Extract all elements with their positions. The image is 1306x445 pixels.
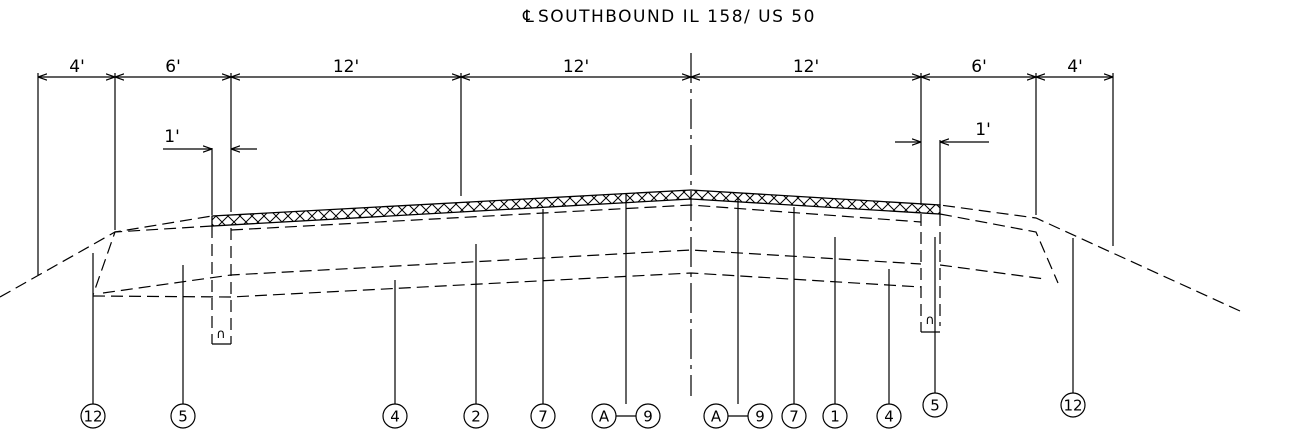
callout-9-left: 9	[635, 403, 661, 429]
callout-2-text: 2	[471, 408, 481, 426]
callout-a-left: A	[591, 403, 617, 429]
centerline-symbol: ℄	[522, 7, 535, 27]
callout-5-right: 5	[922, 392, 948, 418]
dim-left-shoulder: 6'	[165, 57, 181, 77]
extension-lines	[37, 73, 1114, 275]
callout-12-right: 12	[1060, 392, 1086, 418]
callout-4-right: 4	[876, 403, 902, 429]
title-text: SOUTHBOUND IL 158/ US 50	[538, 7, 816, 27]
callout-4-left: 4	[382, 403, 408, 429]
callout-1: 1	[822, 403, 848, 429]
leader-lines	[92, 194, 1074, 417]
callout-4-right-text: 4	[884, 408, 894, 426]
callout-12-left-text: 12	[83, 408, 102, 426]
callout-4-left-text: 4	[390, 408, 400, 426]
left-offset-dimension: 1'	[163, 127, 257, 149]
dimension-labels: 4' 6' 12' 12' 12' 6' 4'	[69, 57, 1083, 77]
callout-7-left-text: 7	[538, 408, 548, 426]
dim-lane-3: 12'	[793, 57, 819, 77]
drawing-title: ℄ SOUTHBOUND IL 158/ US 50	[522, 7, 816, 27]
callout-a-left-text: A	[599, 408, 610, 426]
callout-5-right-text: 5	[930, 397, 940, 415]
callout-7-right: 7	[781, 403, 807, 429]
callout-5-left: 5	[170, 403, 196, 429]
callout-9-right-text: 9	[755, 408, 765, 426]
callout-bubbles: 12 5 4 2 7 A 9 A	[80, 392, 1086, 429]
callout-2: 2	[463, 403, 489, 429]
callout-5-left-text: 5	[178, 408, 188, 426]
dim-lane-1: 12'	[333, 57, 359, 77]
left-underdrain-symbol: ∩	[216, 327, 226, 342]
pavement-surface-layer	[211, 189, 941, 227]
dim-left-outer: 4'	[69, 57, 85, 77]
callout-12-right-text: 12	[1063, 397, 1082, 415]
right-offset-dimension: 1'	[895, 120, 991, 142]
callout-a-right: A	[703, 403, 729, 429]
callout-9-left-text: 9	[643, 408, 653, 426]
callout-1-text: 1	[830, 408, 840, 426]
dim-right-shoulder: 6'	[971, 57, 987, 77]
callout-7-left: 7	[530, 403, 556, 429]
callout-12-left: 12	[80, 403, 106, 429]
callout-7-right-text: 7	[789, 408, 799, 426]
dim-lane-2: 12'	[563, 57, 589, 77]
left-offset-label: 1'	[164, 127, 180, 147]
callout-9-right: 9	[747, 403, 773, 429]
pavement-layers	[0, 204, 1241, 345]
right-offset-label: 1'	[975, 120, 991, 140]
right-underdrain-symbol: ∩	[925, 313, 935, 328]
dim-right-outer: 4'	[1067, 57, 1083, 77]
callout-a-right-text: A	[711, 408, 722, 426]
